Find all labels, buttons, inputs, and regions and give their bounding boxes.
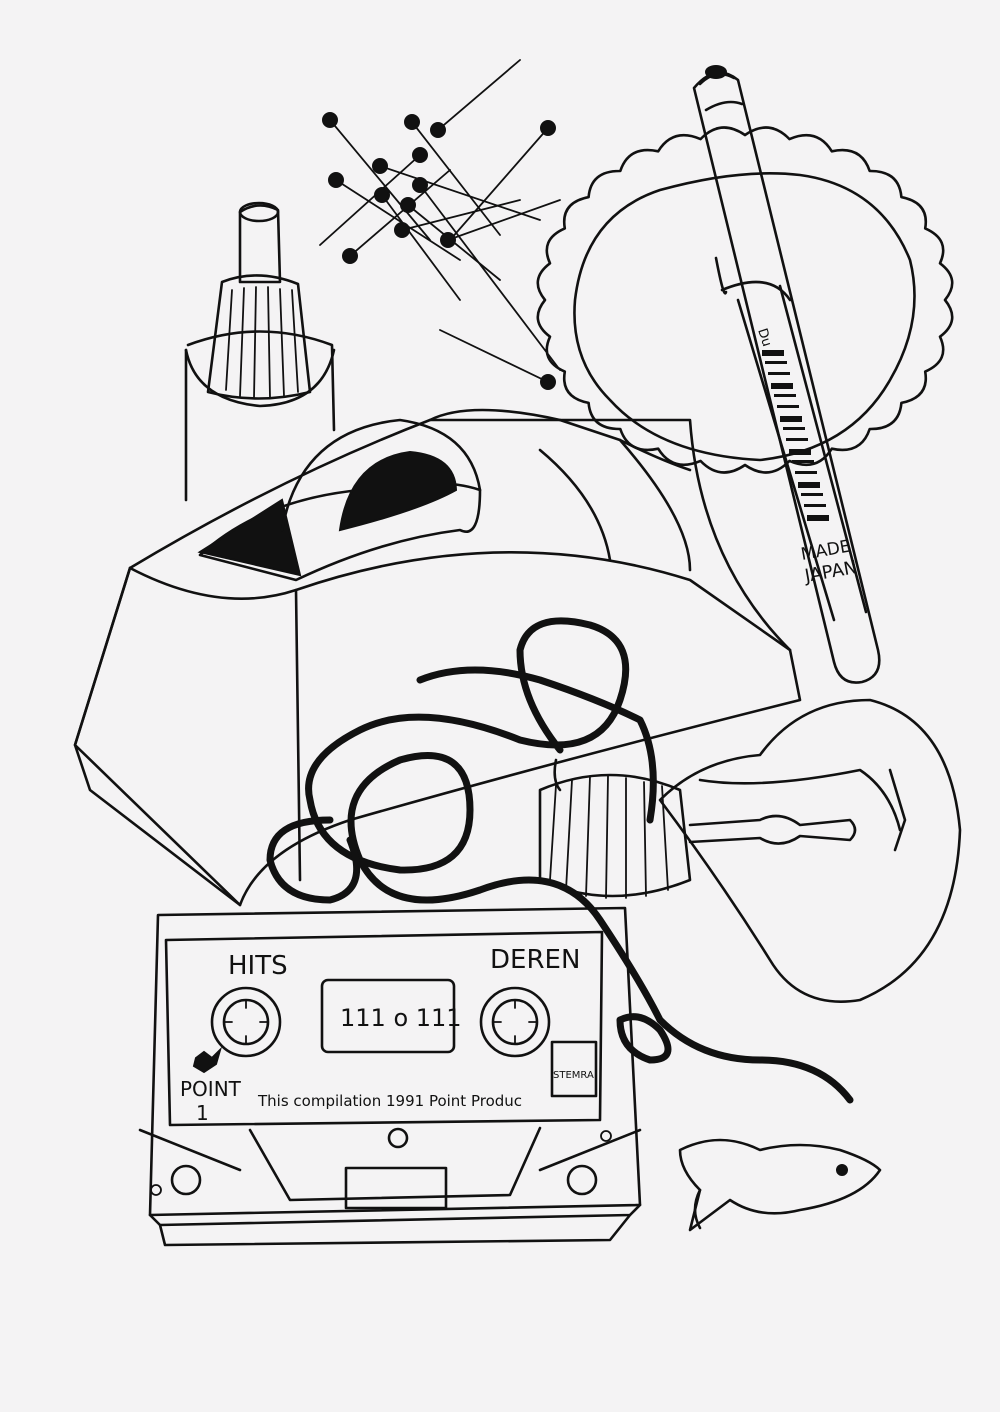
cassette-label-left: HITS xyxy=(228,951,288,981)
glue-bottle xyxy=(184,201,336,502)
cassette-counter: 111 o 111 xyxy=(340,1004,462,1032)
cassette-brand-line1: POINT xyxy=(180,1077,242,1101)
cassette-label-right: DEREN xyxy=(490,945,580,975)
marker-top-label: Du xyxy=(754,327,774,349)
fish-tag xyxy=(678,1138,882,1232)
tape-dispenser xyxy=(73,408,802,907)
barcode xyxy=(762,350,829,521)
cassette-tape: 111 o 111 HITS DEREN POINT 1 This compil… xyxy=(138,906,642,1247)
tangled-cord xyxy=(266,617,854,1104)
marker-pen: Du MADE JAPAN xyxy=(692,65,881,684)
star-logo xyxy=(192,1046,223,1074)
cassette-stamp: STEMRA xyxy=(553,1070,594,1081)
cassette-footer: This compilation 1991 Point Produc xyxy=(257,1092,522,1110)
pins-cluster xyxy=(319,59,561,390)
cassette-brand-line2: 1 xyxy=(196,1101,209,1125)
